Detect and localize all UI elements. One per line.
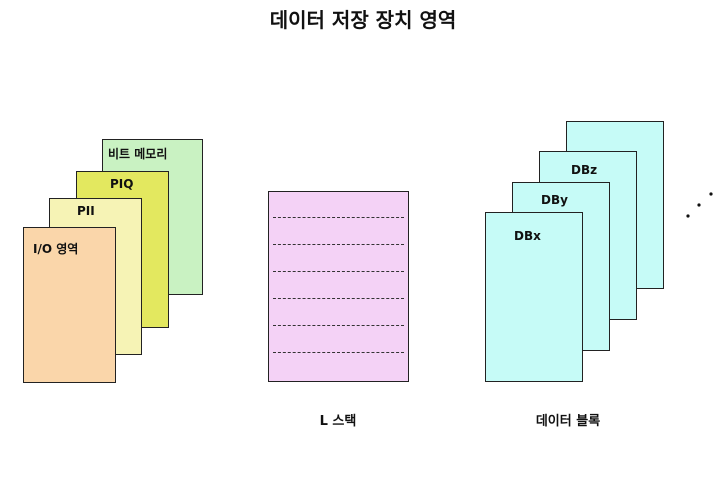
l-stack-block bbox=[268, 191, 409, 382]
piq-label: PIQ bbox=[110, 177, 134, 191]
io-area-label: I/O 영역 bbox=[33, 242, 79, 256]
l-stack-divider bbox=[273, 298, 404, 299]
bit-memory-label: 비트 메모리 bbox=[108, 147, 168, 161]
continuation-dots-icon bbox=[686, 192, 713, 218]
l-stack-divider bbox=[273, 244, 404, 245]
diagram-title: 데이터 저장 장치 영역 bbox=[269, 8, 457, 32]
dby-label: DBy bbox=[541, 193, 568, 207]
l-stack-divider bbox=[273, 352, 404, 353]
io-area-card: I/O 영역 bbox=[23, 227, 116, 383]
data-block-dbx: DBx bbox=[485, 212, 583, 382]
dbz-label: DBz bbox=[571, 163, 598, 177]
l-stack-divider bbox=[273, 271, 404, 272]
l-stack-caption: L 스택 bbox=[319, 414, 357, 429]
pii-label: PII bbox=[77, 204, 95, 218]
data-block-caption: 데이터 블록 bbox=[535, 414, 601, 429]
l-stack-divider bbox=[273, 325, 404, 326]
dbx-label: DBx bbox=[514, 229, 541, 243]
l-stack-divider bbox=[273, 217, 404, 218]
